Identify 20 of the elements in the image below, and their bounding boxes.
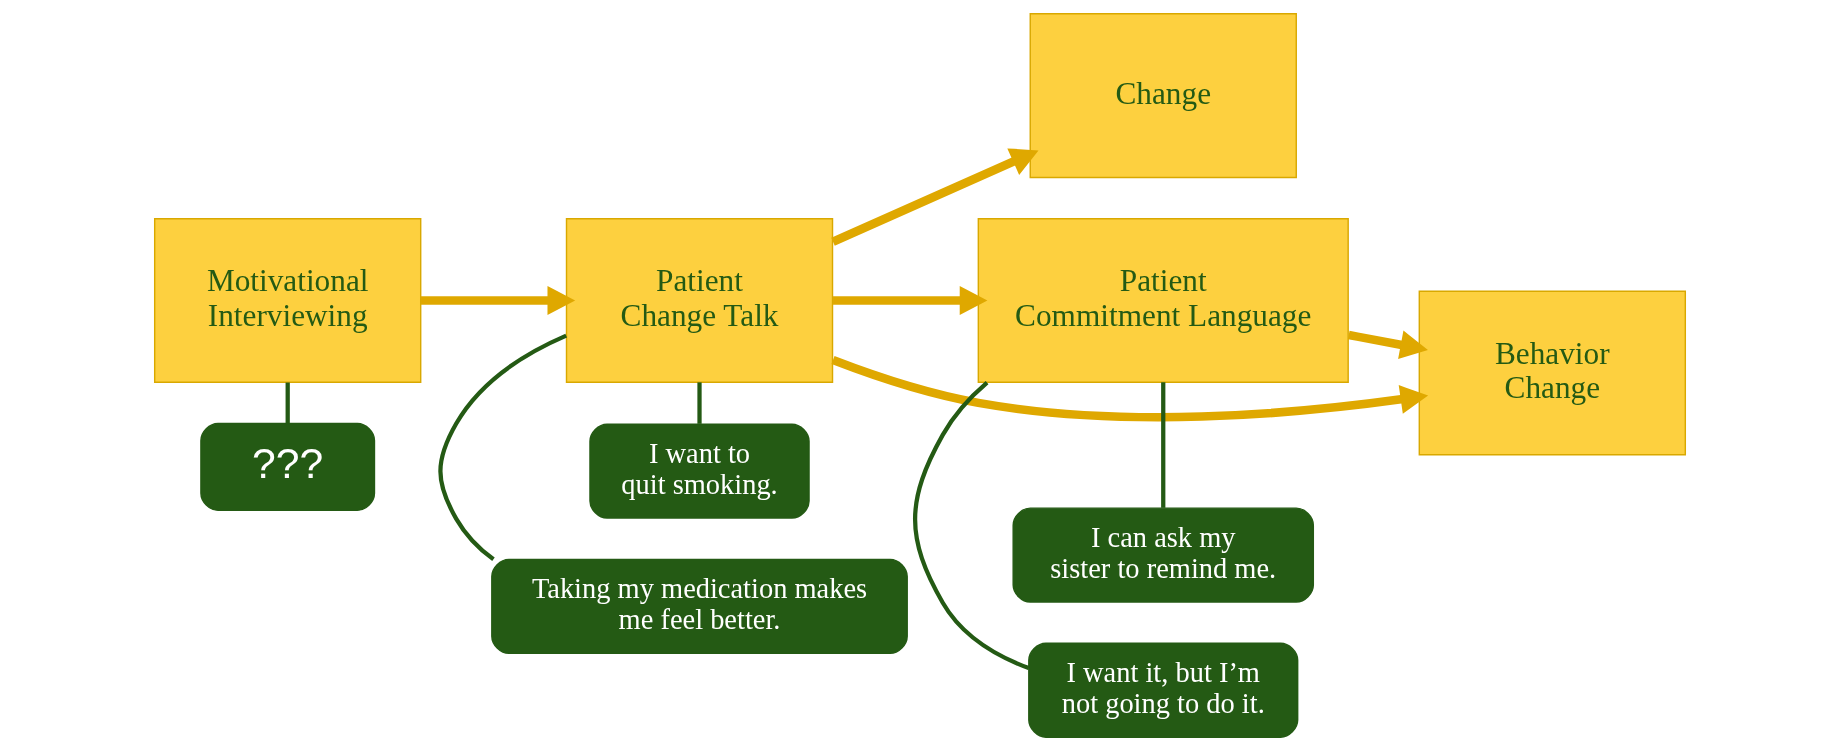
arrow bbox=[830, 148, 1039, 246]
node-box: Taking my medication makes me feel better. bbox=[490, 558, 908, 654]
connector bbox=[285, 382, 290, 424]
arrow bbox=[832, 285, 987, 315]
node-box: Change bbox=[1029, 13, 1297, 179]
node-box: Patient Change Talk bbox=[565, 217, 833, 383]
node-box: Motivational Interviewing bbox=[153, 217, 421, 383]
arrow bbox=[831, 356, 1428, 422]
connector bbox=[1160, 382, 1165, 508]
connector bbox=[696, 382, 702, 424]
node-box: Patient Commitment Language bbox=[977, 217, 1349, 383]
arrow bbox=[420, 285, 575, 315]
node-box: ??? bbox=[199, 422, 375, 511]
connector bbox=[912, 381, 1029, 671]
connector bbox=[437, 333, 567, 562]
node-box: I want it, but I’m not going to do it. bbox=[1027, 642, 1298, 738]
node-box: I want to quit smoking. bbox=[588, 423, 810, 519]
arrow bbox=[1347, 330, 1428, 360]
node-box: I can ask my sister to remind me. bbox=[1011, 507, 1314, 603]
node-box: Behavior Change bbox=[1418, 290, 1686, 456]
